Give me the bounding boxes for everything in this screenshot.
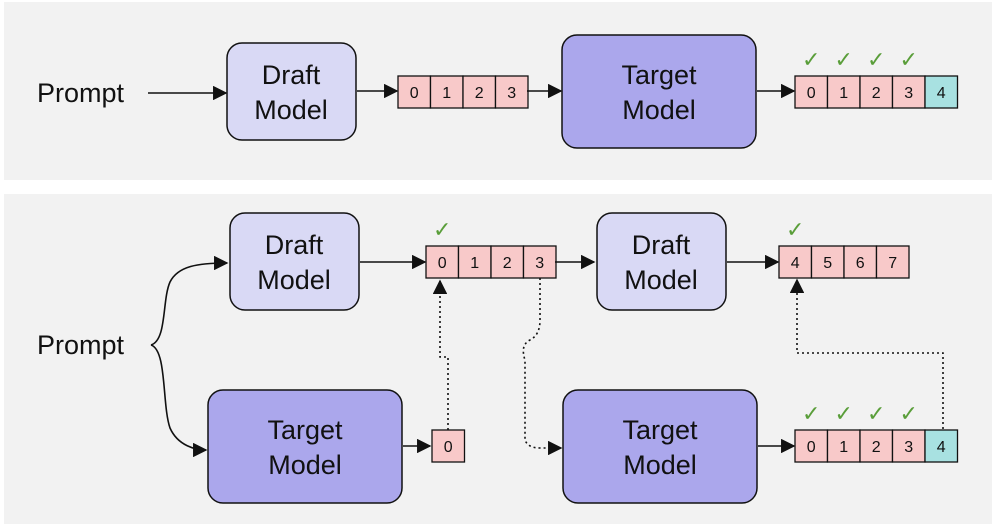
bottom-target-model-2-line1: Target [622,415,698,445]
token-label: 0 [438,255,447,272]
token-cell: 0 [397,75,432,109]
token-label: 1 [470,255,479,272]
bottom-target-model-1-line2: Model [268,450,342,480]
token-cell: 4 [778,245,813,279]
bottom-draft-model-1-line2: Model [257,265,331,295]
bottom-verified-tokens: 0 ✓ 1 ✓ 2 ✓ 3 ✓ 4 [794,402,959,463]
top-target-model-line1: Target [621,60,697,90]
token-label: 2 [872,85,881,102]
token-label: 7 [888,255,897,272]
bottom-target-model-2-line2: Model [623,450,697,480]
token-label: 3 [904,85,913,102]
top-draft-model: Draft Model [226,42,357,141]
token-cell: 7 [875,245,910,279]
bonus-token-cell: 4 [924,75,959,109]
top-draft-tokens: 0 1 2 3 [397,75,529,109]
token-cell: 3 [494,75,529,109]
check-icon: ✓ [802,402,820,427]
top-target-model-line2: Model [622,95,696,125]
token-label: 0 [807,85,816,102]
bottom-target-model-2: Target Model [562,389,758,504]
token-label: 2 [503,255,512,272]
check-icon: ✓ [900,48,918,73]
bottom-draft-model-1: Draft Model [229,212,360,311]
check-icon: ✓ [802,48,820,73]
token-cell: 0 [431,429,466,463]
target1-verify-dotted-arrow [432,279,449,430]
token-cell: 1 [429,75,464,109]
token-cell: 2 [462,75,497,109]
top-verified-tokens: 0 ✓ 1 ✓ 2 ✓ 3 ✓ 4 [794,48,959,109]
token-label: 0 [807,439,816,456]
token-cell: 0 [425,245,460,279]
bottom-target1-tokens: 0 [431,429,466,463]
token-cell: 3 [891,75,926,109]
top-prompt-label: Prompt [37,78,125,108]
bottom-draft-model-1-line1: Draft [265,230,324,260]
token-label: 0 [444,439,453,456]
check-icon: ✓ [867,48,885,73]
bottom-draft1-tokens: 0 ✓ 1 2 3 [425,218,557,279]
token-cell: 2 [859,75,894,109]
prompt-to-target-curve [150,344,208,458]
token-label: 3 [507,85,516,102]
bottom-prompt-label: Prompt [37,330,125,360]
token-cell: 1 [826,429,861,463]
token-label: 1 [839,85,848,102]
bonus-token-cell: 4 [924,429,959,463]
token-cell: 2 [490,245,525,279]
bottom-draft-model-2-line2: Model [624,265,698,295]
bottom-draft2-tokens: 4 ✓ 5 6 7 [778,218,910,279]
check-icon: ✓ [835,402,853,427]
bottom-target-model-1-line1: Target [267,415,343,445]
token-label: 4 [937,85,946,102]
bottom-target-model-1: Target Model [207,389,403,504]
bottom-draft-model-2: Draft Model [596,212,727,311]
check-icon: ✓ [786,218,804,243]
token-cell: 5 [810,245,845,279]
check-icon: ✓ [867,402,885,427]
top-draft-model-line2: Model [254,95,328,125]
token-cell: 3 [522,245,557,279]
top-draft-model-line1: Draft [262,60,321,90]
bottom-draft-model-2-line1: Draft [632,230,691,260]
token-label: 2 [872,439,881,456]
token-label: 2 [475,85,484,102]
token-cell: 6 [843,245,878,279]
token-label: 3 [904,439,913,456]
token-label: 3 [535,255,544,272]
token-label: 5 [823,255,832,272]
token-label: 4 [937,439,946,456]
token-label: 4 [791,255,800,272]
check-icon: ✓ [835,48,853,73]
token-label: 6 [856,255,865,272]
check-icon: ✓ [433,218,451,243]
token-label: 1 [839,439,848,456]
prompt-to-draft-curve [150,255,229,346]
top-target-model: Target Model [561,34,757,149]
token-label: 1 [442,85,451,102]
token-cell: 0 [794,429,829,463]
token-cell: 2 [859,429,894,463]
token-cell: 3 [891,429,926,463]
token-cell: 0 [794,75,829,109]
bottom-panel [4,194,992,524]
token-label: 0 [410,85,419,102]
token-cell: 1 [826,75,861,109]
check-icon: ✓ [900,402,918,427]
token-cell: 1 [457,245,492,279]
